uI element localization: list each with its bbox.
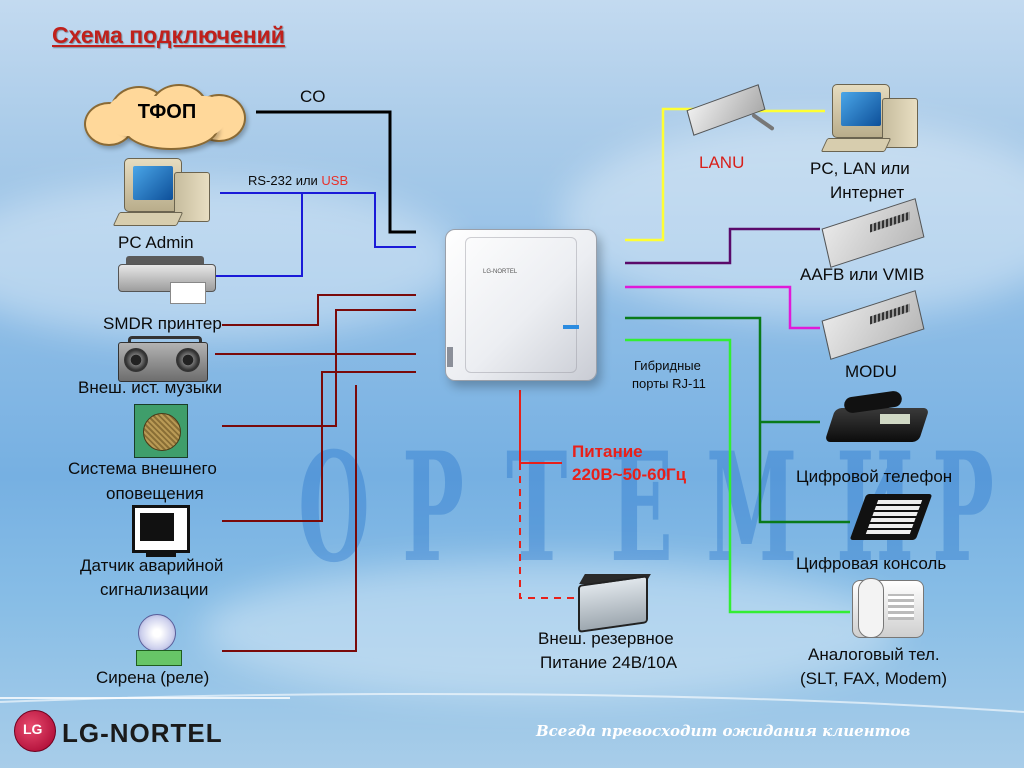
wire-alarm — [222, 371, 416, 522]
backup-power-label-line2: Питание 24В/10А — [540, 653, 678, 672]
usb-label: USB — [321, 173, 349, 188]
wire-paging — [222, 309, 416, 427]
analog-phone-label-line1: Аналоговый тел. — [808, 645, 940, 664]
tfop-label: ТФОП — [137, 101, 197, 123]
co-label: CO — [300, 87, 326, 106]
wire-co — [256, 110, 416, 234]
aafb-board-icon — [821, 198, 925, 268]
slide-title: Схема подключений — [52, 22, 285, 48]
boombox-icon — [118, 336, 208, 382]
wire-power — [519, 390, 562, 464]
modu-board-icon — [821, 290, 925, 360]
background-cloud — [200, 560, 900, 700]
footer-swoosh — [0, 692, 1024, 713]
wire-pc-admin — [220, 192, 416, 248]
lg-nortel-logo: LG LG-NORTEL — [14, 710, 274, 754]
alarm-label-line1: Датчик аварийной — [80, 556, 224, 575]
pc-admin-label: PC Admin — [118, 233, 194, 252]
wire-smdr — [222, 294, 416, 326]
modu-label: MODU — [845, 362, 897, 381]
power-label-line2: 220В~50-60Гц — [572, 465, 687, 484]
music-source-label: Внеш. ист. музыки — [78, 378, 222, 397]
watermark-letter: Е — [610, 420, 673, 596]
smdr-label: SMDR принтер — [103, 314, 222, 333]
paging-label-line1: Система внешнего — [68, 459, 217, 478]
pbx-indicator — [563, 325, 579, 329]
watermark-letter: Р — [402, 420, 465, 596]
wire-siren — [222, 385, 357, 652]
siren-label: Сирена (реле) — [96, 668, 210, 687]
pc-lan-label-line2: Интернет — [830, 183, 905, 202]
alarm-sensor-icon — [132, 505, 190, 559]
logo-text: LG-NORTEL — [62, 718, 223, 748]
pbx-unit: LG-NORTEL — [445, 229, 597, 381]
hybrid-ports-label-line1: Гибридные — [634, 358, 701, 373]
lg-logo-icon: LG — [14, 710, 56, 752]
printer-icon — [118, 256, 218, 304]
digital-console-label: Цифровая консоль — [796, 554, 947, 573]
tfop-cloud: ТФОП — [84, 84, 250, 150]
paging-label-line2: оповещения — [106, 484, 204, 503]
pc-lan-icon — [820, 84, 918, 152]
power-label-line1: Питание — [572, 442, 643, 461]
wire-printer — [212, 193, 303, 277]
pc-admin-icon — [112, 158, 210, 226]
wire-analog — [625, 338, 850, 614]
analog-phone-icon — [852, 578, 924, 638]
digital-phone-icon — [824, 390, 934, 446]
aafb-label: AAFB или VMIB — [800, 265, 925, 284]
watermark-letter: Т — [506, 420, 568, 596]
backup-power-label-line1: Внеш. резервное — [538, 629, 674, 648]
background-cloud — [0, 180, 460, 340]
digital-console-icon — [849, 494, 933, 542]
lanu-label: LANU — [699, 153, 745, 172]
pbx-port — [447, 347, 453, 367]
pc-lan-label-line1: PC, LAN или — [810, 159, 910, 178]
wire-aafb — [625, 227, 820, 265]
siren-icon — [136, 614, 182, 666]
speaker-icon — [134, 404, 188, 458]
slogan: Всегда превосходит ожидания клиентов — [536, 722, 911, 740]
watermark-letter: Р — [932, 420, 995, 596]
rs232-label: RS-232 или USB — [248, 173, 349, 188]
watermark-letter: М — [706, 420, 798, 596]
wire-modu — [625, 285, 820, 330]
wire-hybrid — [625, 316, 850, 524]
alarm-label-line2: сигнализации — [100, 580, 209, 599]
watermark-letter: О — [298, 420, 370, 596]
digital-phone-label: Цифровой телефон — [796, 467, 953, 486]
analog-phone-label-line2: (SLT, FAX, Modem) — [800, 669, 948, 688]
hybrid-ports-label-line2: порты RJ-11 — [632, 376, 706, 391]
pbx-logo: LG-NORTEL — [483, 269, 518, 275]
wire-backup-power — [519, 463, 580, 599]
lanu-card-icon — [686, 84, 780, 136]
backup-power-icon — [578, 574, 651, 633]
